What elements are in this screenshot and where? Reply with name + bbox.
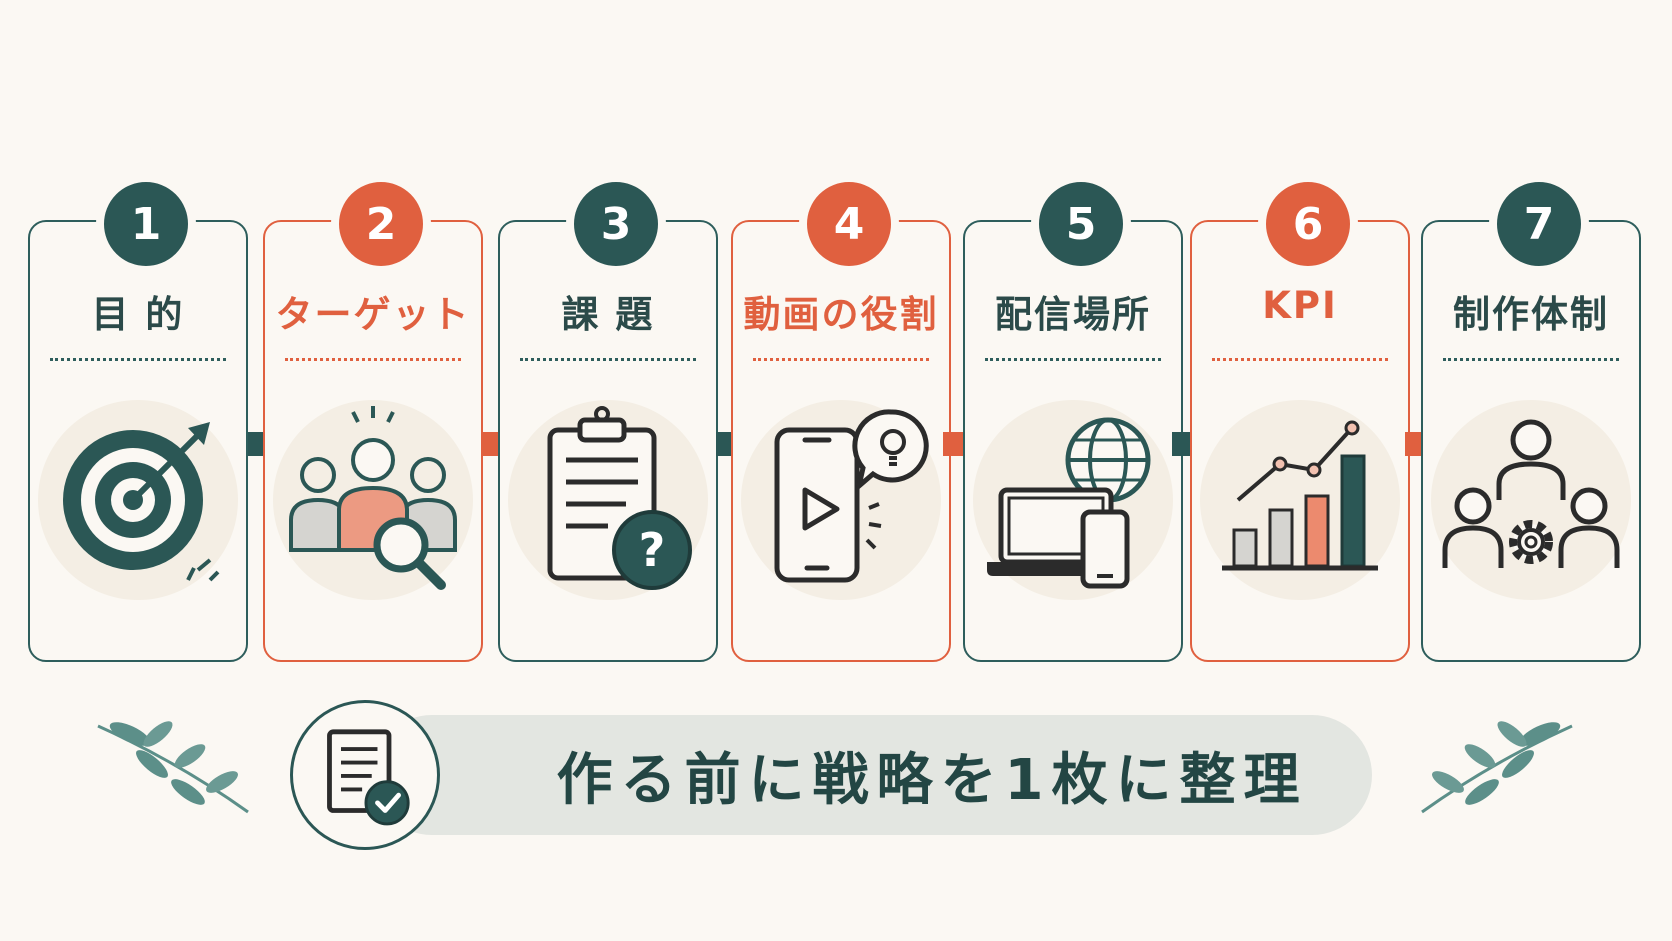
step-card-7: 7 制作体制 <box>1421 174 1641 662</box>
bar-chart-growth-icon <box>1222 420 1378 571</box>
step-number-badge: 7 <box>1489 174 1589 274</box>
step-title: KPI <box>1262 284 1338 327</box>
dotted-divider <box>285 358 461 361</box>
step-title: 制作体制 <box>1453 293 1609 336</box>
step-card-2: 2 ターゲット <box>263 174 483 662</box>
step-number-badge: 5 <box>1031 174 1131 274</box>
target-icon <box>63 422 220 582</box>
step-title: ターゲット <box>275 293 471 336</box>
step-number-badge: 2 <box>331 174 431 274</box>
summary-banner-text: 作る前に戦略を1枚に整理 <box>556 747 1308 813</box>
clipboard-question-icon: ? <box>547 406 692 590</box>
step-number-badge: 6 <box>1258 174 1358 274</box>
dotted-divider <box>520 358 696 361</box>
audience-search-icon <box>289 406 457 590</box>
team-gear-icon <box>1442 419 1620 568</box>
step-card-1: 1 目 的 <box>28 174 248 662</box>
dotted-divider <box>985 358 1161 361</box>
step-title: 課 題 <box>561 293 655 336</box>
step-card-5: 5 配信場所 <box>963 174 1183 662</box>
summary-banner <box>372 715 1372 835</box>
dotted-divider <box>50 358 226 361</box>
svg-text:?: ? <box>639 523 666 577</box>
dotted-divider <box>753 358 929 361</box>
step-number-badge: 4 <box>799 174 899 274</box>
document-check-icon <box>327 729 410 826</box>
step-title: 配信場所 <box>995 293 1151 336</box>
leaf-sprig-icon <box>97 721 249 814</box>
step-title: 動画の役割 <box>743 293 939 336</box>
step-card-3: 3 課 題 ? <box>498 174 718 662</box>
dotted-divider <box>1443 358 1619 361</box>
step-card-6: 6 KPI <box>1190 174 1410 662</box>
dotted-divider <box>1212 358 1388 361</box>
step-card-4: 4 動画の役割 <box>731 174 951 662</box>
leaf-sprig-icon <box>1421 721 1573 814</box>
smartphone-video-idea-icon <box>774 409 929 583</box>
devices-globe-icon <box>987 417 1151 589</box>
step-title: 目 的 <box>91 293 185 336</box>
step-number-badge: 1 <box>96 174 196 274</box>
step-number-badge: 3 <box>566 174 666 274</box>
